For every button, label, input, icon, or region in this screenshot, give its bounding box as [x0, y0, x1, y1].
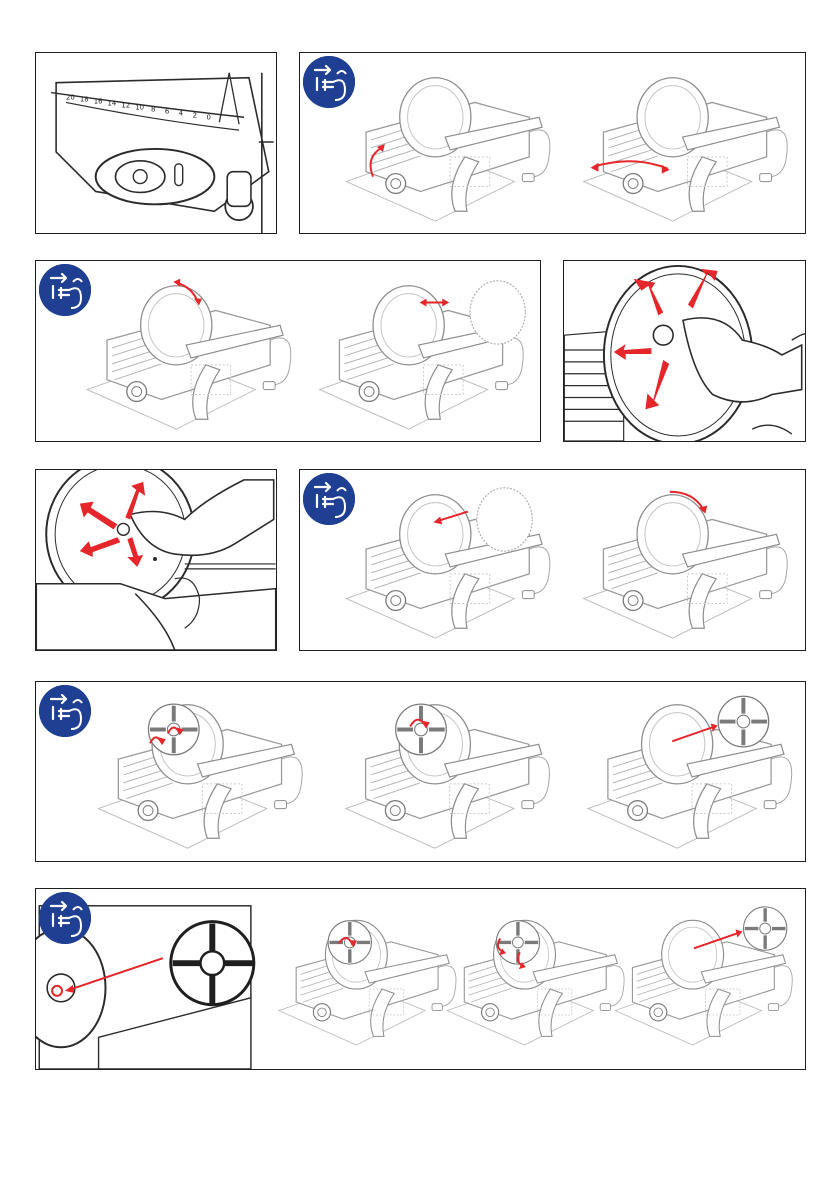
unplug-power-icon — [39, 264, 91, 316]
blade-cover-refit-illustration — [300, 470, 805, 650]
dial-label: 4 — [179, 109, 183, 117]
unplug-power-icon — [39, 685, 91, 737]
dial-label: 16 — [94, 97, 103, 105]
dial-closeup-illustration: 20 18 16 14 12 10 8 6 4 2 0 — [36, 53, 276, 233]
panel-remove-carriage — [299, 52, 806, 234]
panel-sharpener-fit — [35, 888, 806, 1070]
sharpener-fit-illustration — [36, 889, 805, 1069]
dial-label: 10 — [135, 103, 144, 111]
dial-label: 18 — [80, 95, 89, 103]
dial-label: 0 — [206, 113, 210, 121]
panel-blade-wipe-closeup — [35, 469, 277, 651]
panel-sharpener-release — [35, 681, 806, 862]
unplug-power-icon — [303, 56, 355, 108]
blade-cover-removal-illustration — [36, 261, 540, 441]
dial-label: 12 — [121, 101, 130, 109]
panel-blade-cover-refit — [299, 469, 806, 651]
panel-glove-blade-cleaning — [563, 260, 806, 442]
blade-wipe-illustration — [36, 470, 276, 650]
glove-cleaning-illustration — [564, 261, 805, 441]
sharpener-release-illustration — [36, 682, 805, 861]
dial-label: 8 — [151, 105, 155, 113]
unplug-power-icon — [39, 892, 91, 944]
dial-label: 6 — [165, 107, 169, 115]
dial-label: 20 — [66, 93, 75, 101]
dial-label: 2 — [193, 111, 197, 119]
dial-label: 14 — [108, 99, 117, 107]
carriage-removal-illustration — [300, 53, 805, 233]
panel-blade-cover-removal — [35, 260, 541, 442]
panel-thickness-dial: 20 18 16 14 12 10 8 6 4 2 0 — [35, 52, 277, 234]
unplug-power-icon — [303, 473, 355, 525]
